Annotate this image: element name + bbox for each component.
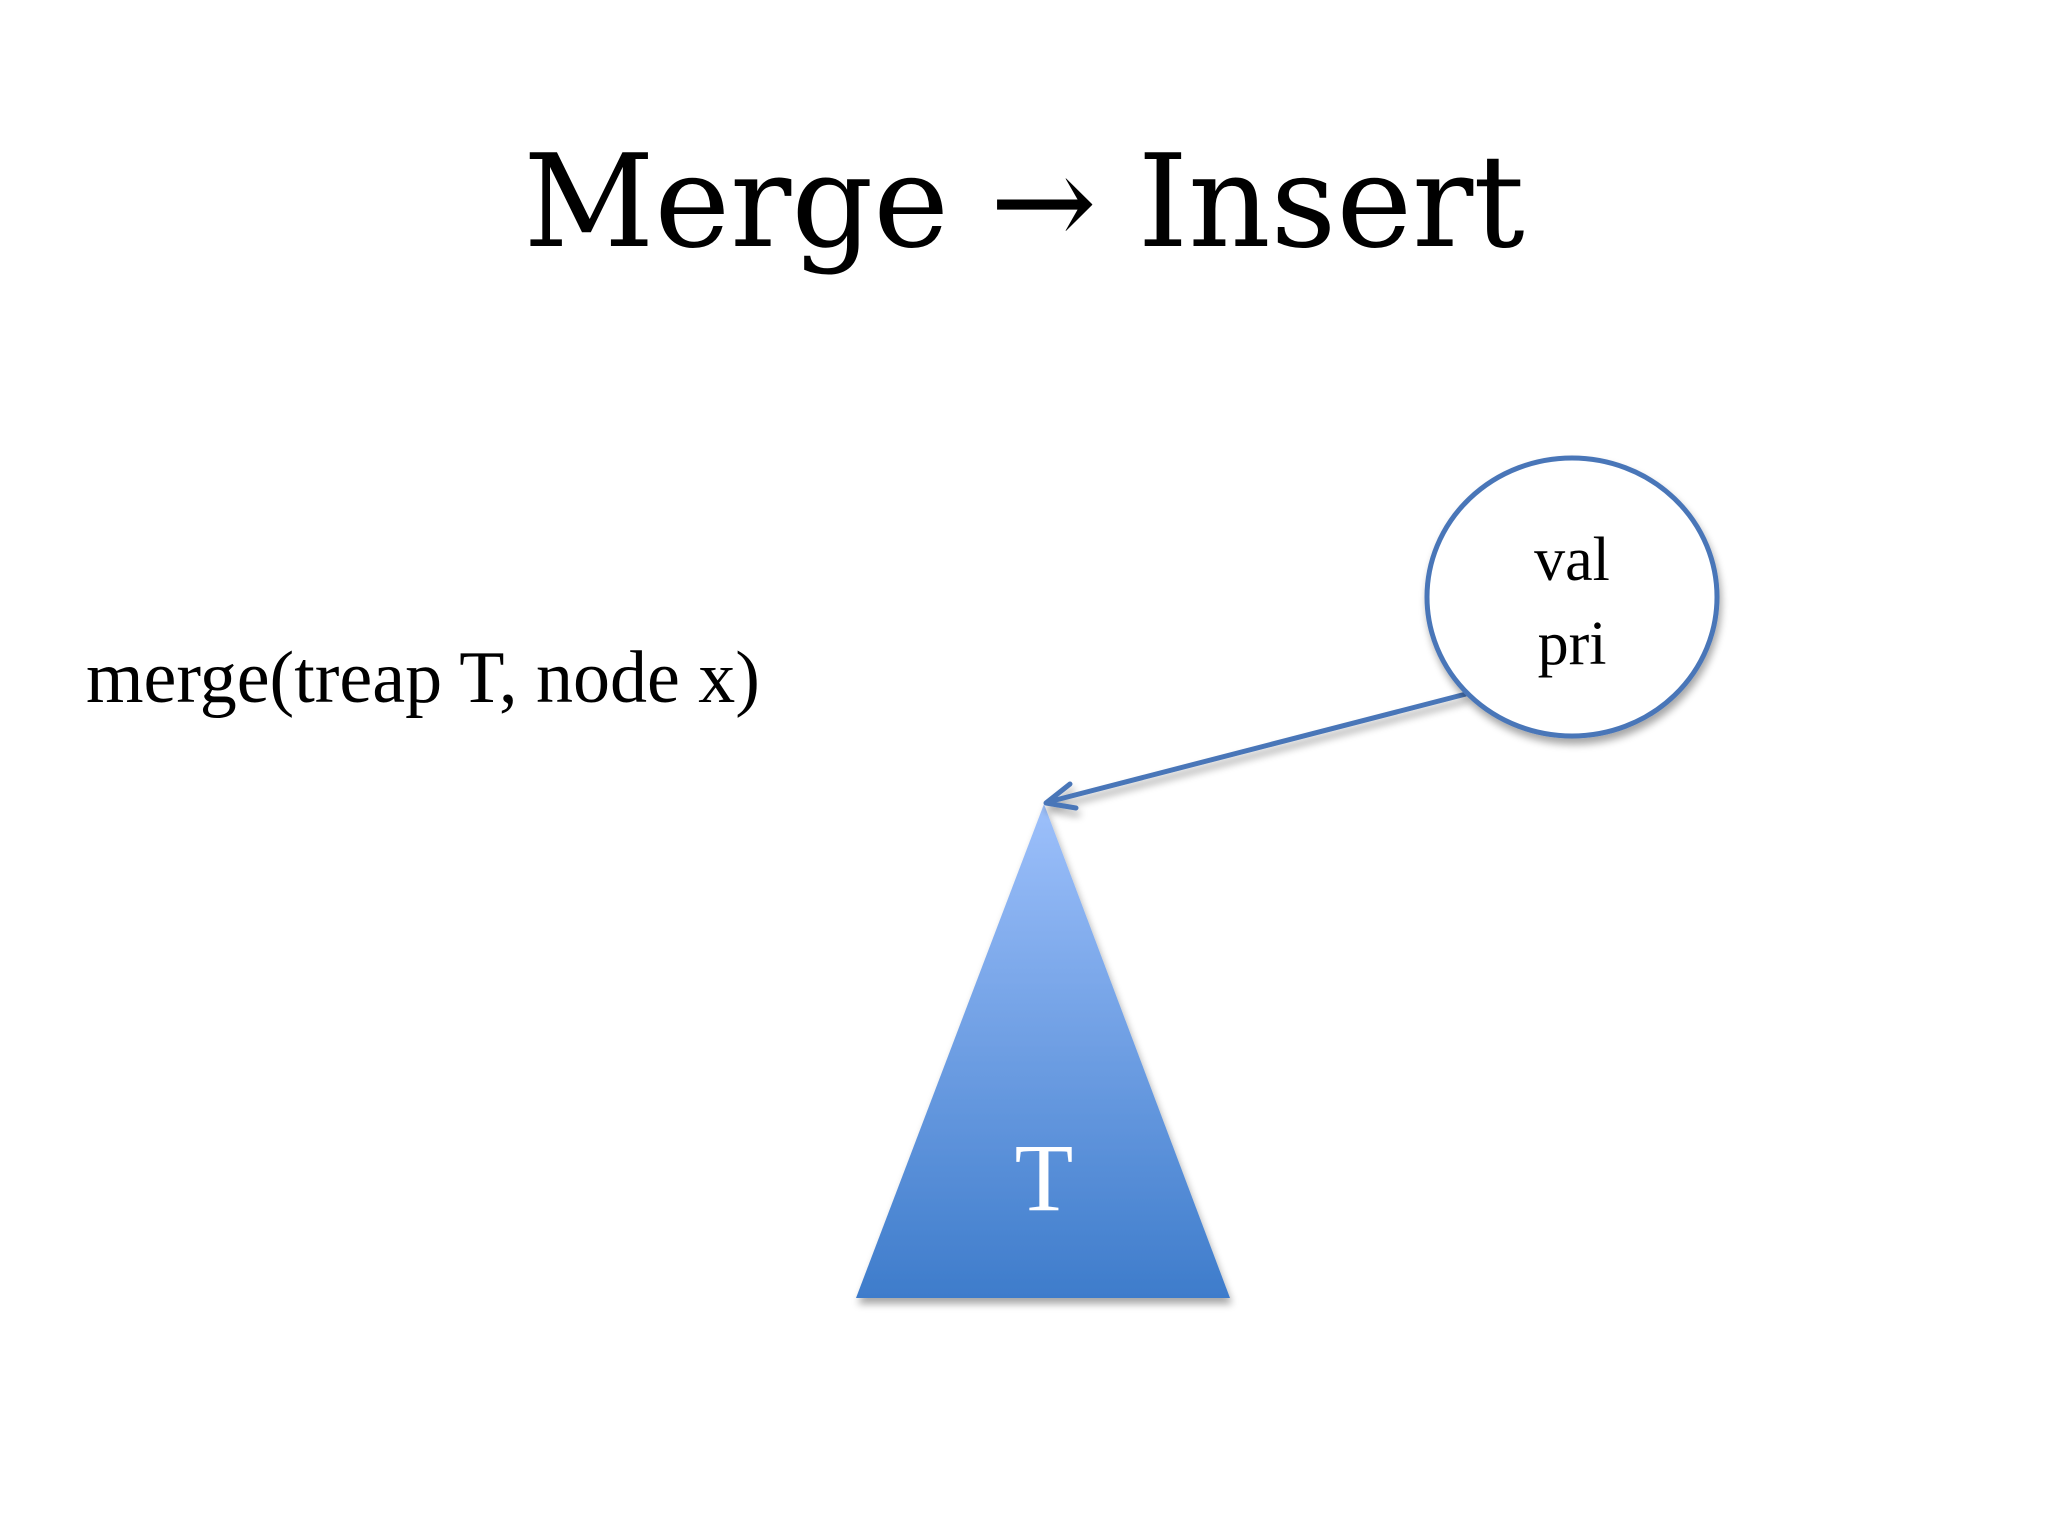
treap-triangle <box>856 804 1230 1298</box>
node-val-label: val <box>1534 526 1610 594</box>
slide-title: Merge → Insert <box>523 128 1525 277</box>
treap-label: T <box>1015 1124 1074 1231</box>
node-pri-label: pri <box>1538 610 1607 678</box>
merge-signature: merge(treap T, node x) <box>86 637 760 719</box>
insert-arrow <box>1043 691 1467 811</box>
node-x-circle <box>1424 455 1720 739</box>
